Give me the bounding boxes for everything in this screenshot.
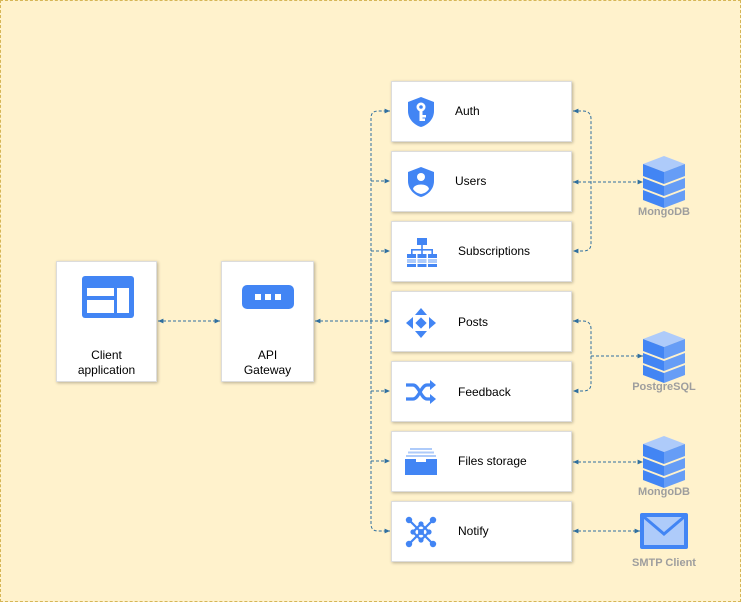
browser-window-icon <box>82 276 134 318</box>
service-notify-label: Notify <box>458 524 489 538</box>
edge-bus-vertical <box>370 108 390 321</box>
api-gateway-icon <box>242 285 294 309</box>
store-mongodb-2-label: MongoDB <box>638 486 690 498</box>
service-auth-label: Auth <box>455 104 480 118</box>
store-postgresql-label: PostgreSQL <box>632 381 696 393</box>
network-nodes-icon <box>405 516 437 548</box>
arrows-four-way-icon <box>406 308 436 338</box>
service-subscriptions[interactable]: Subscriptions <box>391 221 572 282</box>
store-mongodb-2[interactable]: MongoDB <box>638 436 690 498</box>
service-users[interactable]: Users <box>391 151 572 212</box>
service-files-storage-label: Files storage <box>458 454 527 468</box>
edge-auth-bus <box>573 108 592 254</box>
service-feedback[interactable]: Feedback <box>391 361 572 422</box>
service-feedback-label: Feedback <box>458 385 511 399</box>
database-stack-icon <box>643 331 685 383</box>
edge-posts-postgres <box>573 318 592 394</box>
service-notify[interactable]: Notify <box>391 501 572 562</box>
store-smtp-label: SMTP Client <box>632 557 696 569</box>
service-users-label: Users <box>455 174 487 188</box>
key-shield-icon <box>408 97 434 127</box>
service-files-storage[interactable]: Files storage <box>391 431 572 492</box>
service-auth[interactable]: Auth <box>391 81 572 142</box>
store-smtp-client[interactable]: SMTP Client <box>632 513 696 569</box>
edge-bus-lower <box>370 321 390 534</box>
store-mongodb-1-label: MongoDB <box>638 206 690 218</box>
shuffle-icon <box>406 380 436 404</box>
envelope-icon <box>640 513 688 549</box>
service-subscriptions-label: Subscriptions <box>458 244 531 258</box>
service-posts-label: Posts <box>458 315 489 329</box>
database-stack-icon <box>643 436 685 488</box>
database-stack-icon <box>643 156 685 208</box>
store-mongodb-1[interactable]: MongoDB <box>638 156 690 218</box>
store-postgresql[interactable]: PostgreSQL <box>632 331 696 393</box>
user-shield-icon <box>408 167 434 197</box>
hierarchy-icon <box>407 238 437 267</box>
inbox-tray-icon <box>405 448 437 475</box>
service-posts[interactable]: Posts <box>391 291 572 352</box>
